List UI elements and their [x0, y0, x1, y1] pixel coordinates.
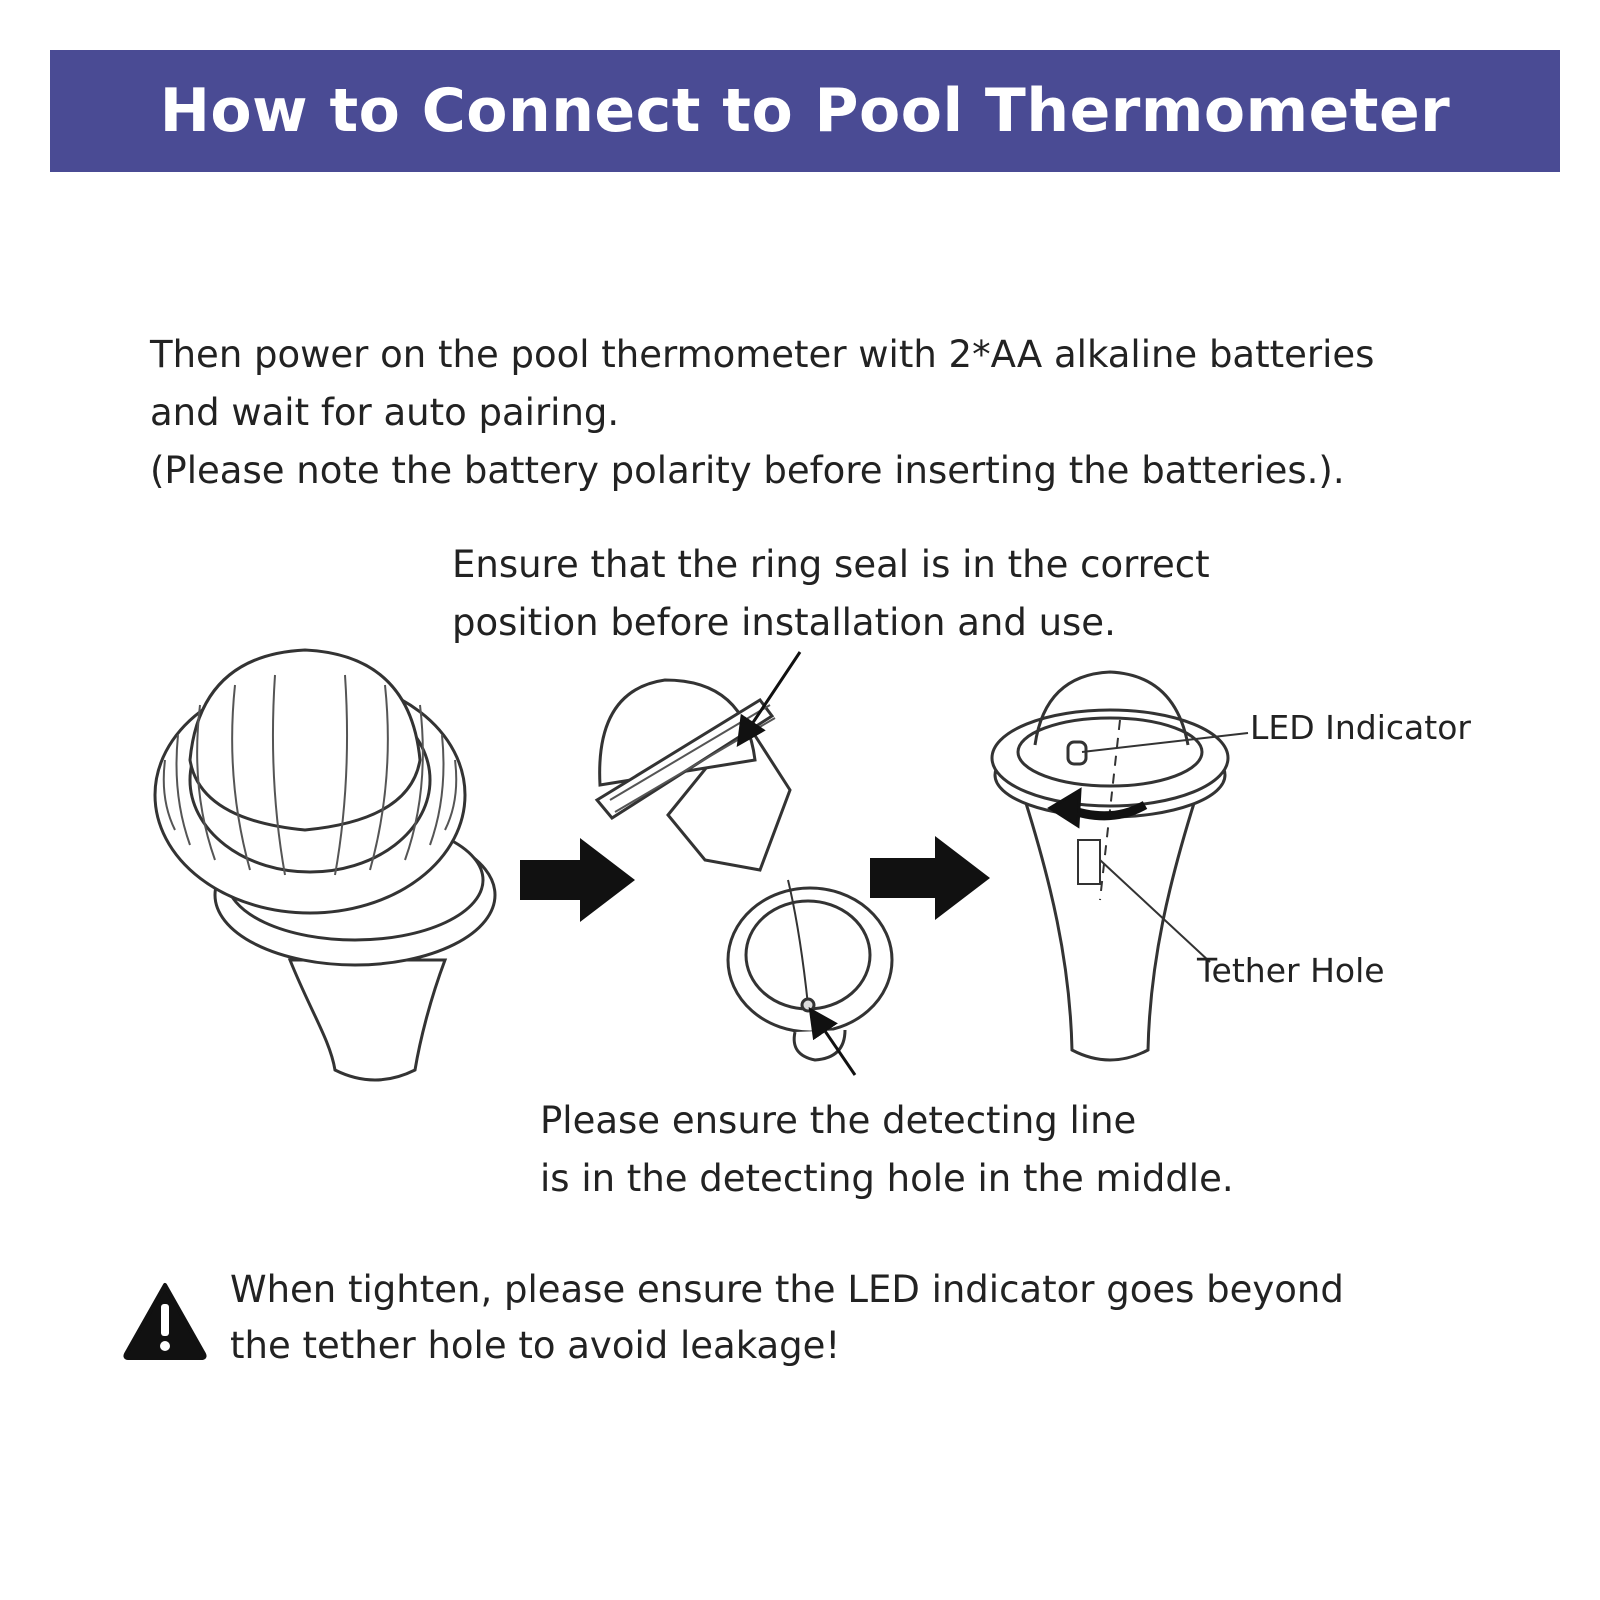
- step-arrow-1: [520, 838, 635, 922]
- ring-seal-note-line: position before installation and use.: [452, 601, 1116, 644]
- detecting-line-note-line: is in the detecting hole in the middle.: [540, 1157, 1234, 1200]
- detecting-line-note: Please ensure the detecting line is in t…: [540, 1092, 1234, 1208]
- tether-hole-label: Tether Hole: [1197, 951, 1385, 990]
- intro-instructions: Then power on the pool thermometer with …: [150, 326, 1374, 500]
- led-indicator-leader: [1081, 732, 1249, 753]
- thermometer-assembled: [153, 648, 497, 1082]
- ring-seal-note-line: Ensure that the ring seal is in the corr…: [452, 543, 1210, 586]
- warning-triangle-icon: [123, 1283, 207, 1360]
- warning-line: the tether hole to avoid leakage!: [230, 1324, 841, 1367]
- intro-line: (Please note the battery polarity before…: [150, 449, 1345, 492]
- detecting-line-note-line: Please ensure the detecting line: [540, 1099, 1137, 1142]
- detecting-line-pointer-arrow: [808, 1007, 857, 1076]
- ring-seal-note: Ensure that the ring seal is in the corr…: [452, 536, 1210, 652]
- warning-line: When tighten, please ensure the LED indi…: [230, 1268, 1344, 1311]
- warning-message: When tighten, please ensure the LED indi…: [230, 1262, 1344, 1374]
- ring-seal-pointer-arrow: [736, 651, 802, 747]
- intro-line: Then power on the pool thermometer with …: [150, 333, 1375, 376]
- intro-line: and wait for auto pairing.: [150, 391, 620, 434]
- step-arrow-2: [870, 836, 990, 920]
- led-indicator-label: LED Indicator: [1250, 708, 1471, 747]
- thermometer-installed: [990, 670, 1230, 1062]
- thermometer-exploded: [594, 678, 894, 1062]
- tether-hole-leader: [1099, 859, 1211, 963]
- title-banner: How to Connect to Pool Thermometer: [50, 50, 1560, 172]
- page-title: How to Connect to Pool Thermometer: [159, 76, 1451, 146]
